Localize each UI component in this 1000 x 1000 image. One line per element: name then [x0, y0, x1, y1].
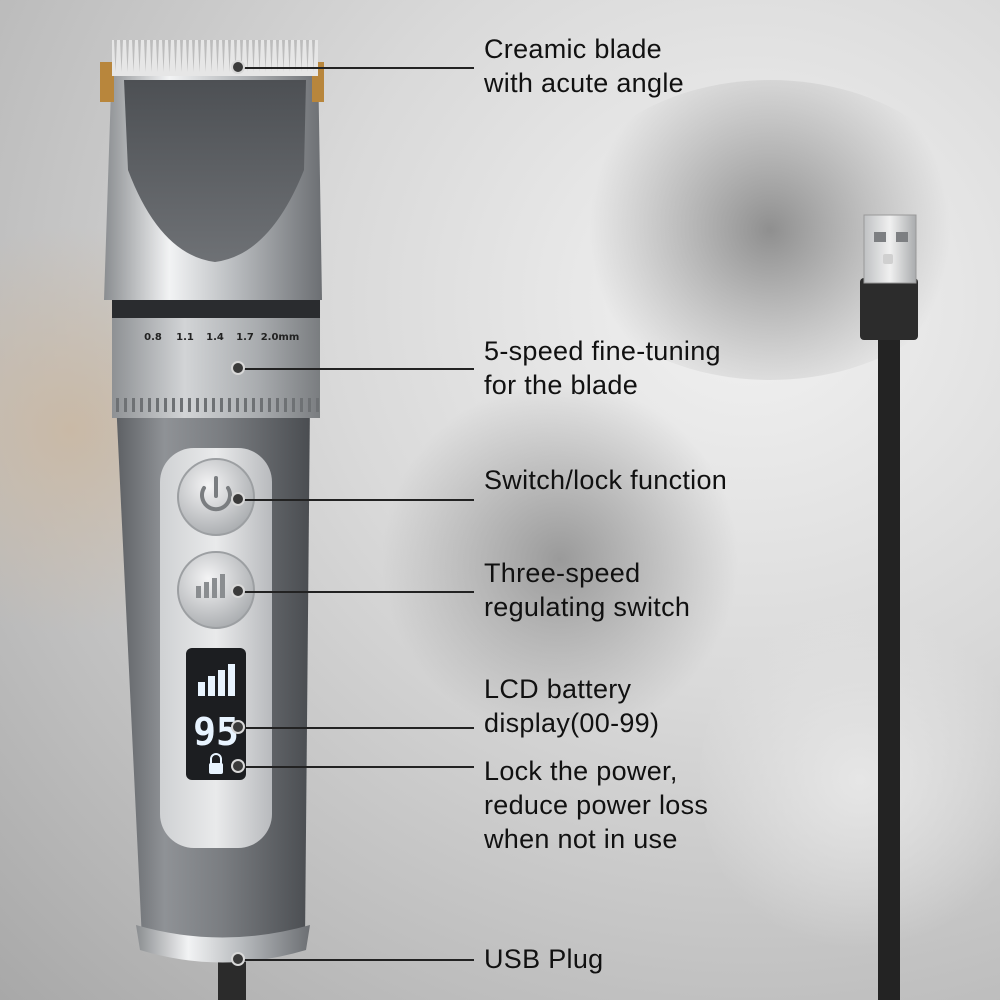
power-button[interactable]	[177, 458, 255, 536]
speed-bars-icon	[196, 574, 225, 598]
battery-level-icon	[198, 664, 235, 696]
callout-line	[238, 499, 474, 501]
blade-accent	[100, 62, 114, 102]
dial-mark: 2.0mm	[261, 332, 300, 343]
ceramic-blade	[112, 40, 318, 76]
callout-label-switch: Switch/lock function	[484, 465, 728, 495]
callout-line	[238, 727, 474, 729]
background-blur	[700, 600, 1000, 960]
callout-dot	[231, 720, 245, 734]
bottom-cap	[136, 925, 310, 963]
battery-percentage: 95	[193, 710, 239, 754]
dial-mark: 1.4	[206, 332, 224, 343]
callout-dot	[231, 759, 245, 773]
battery-bar	[218, 670, 225, 696]
dial-mark: 1.1	[176, 332, 194, 343]
battery-bar	[198, 682, 205, 696]
dial-knurling	[116, 398, 319, 412]
callout-line	[238, 591, 474, 593]
dial-window	[112, 300, 320, 322]
dial-mark: 0.8	[144, 332, 162, 343]
battery-bar	[228, 664, 235, 696]
callout-label-lock: Lock the power, reduce power loss when n…	[484, 756, 709, 854]
lock-icon	[209, 753, 223, 774]
callout-label-lcd: LCD battery display(00-99)	[484, 674, 660, 738]
background-blur	[380, 380, 740, 740]
usb-cable	[860, 214, 918, 1000]
callout-label-blade: Creamic blade with acute angle	[484, 34, 684, 98]
callout-line	[238, 959, 474, 961]
callout-line	[238, 766, 474, 768]
blade-shield	[124, 80, 306, 262]
callout-label-usb: USB Plug	[484, 944, 604, 974]
callout-label-tuning: 5-speed fine-tuning for the blade	[484, 336, 721, 400]
speed-button[interactable]	[177, 551, 255, 629]
callout-dot	[231, 492, 245, 506]
power-icon	[200, 476, 232, 512]
callout-label-speed: Three-speed regulating switch	[484, 558, 691, 622]
callout-dot	[231, 361, 245, 375]
callout-dot	[231, 584, 245, 598]
callout-line	[238, 67, 474, 69]
callout-line	[238, 368, 474, 370]
callout-dot	[231, 952, 245, 966]
callout-dot	[231, 60, 245, 74]
dial-mark: 1.7	[236, 332, 254, 343]
battery-bar	[208, 676, 215, 696]
